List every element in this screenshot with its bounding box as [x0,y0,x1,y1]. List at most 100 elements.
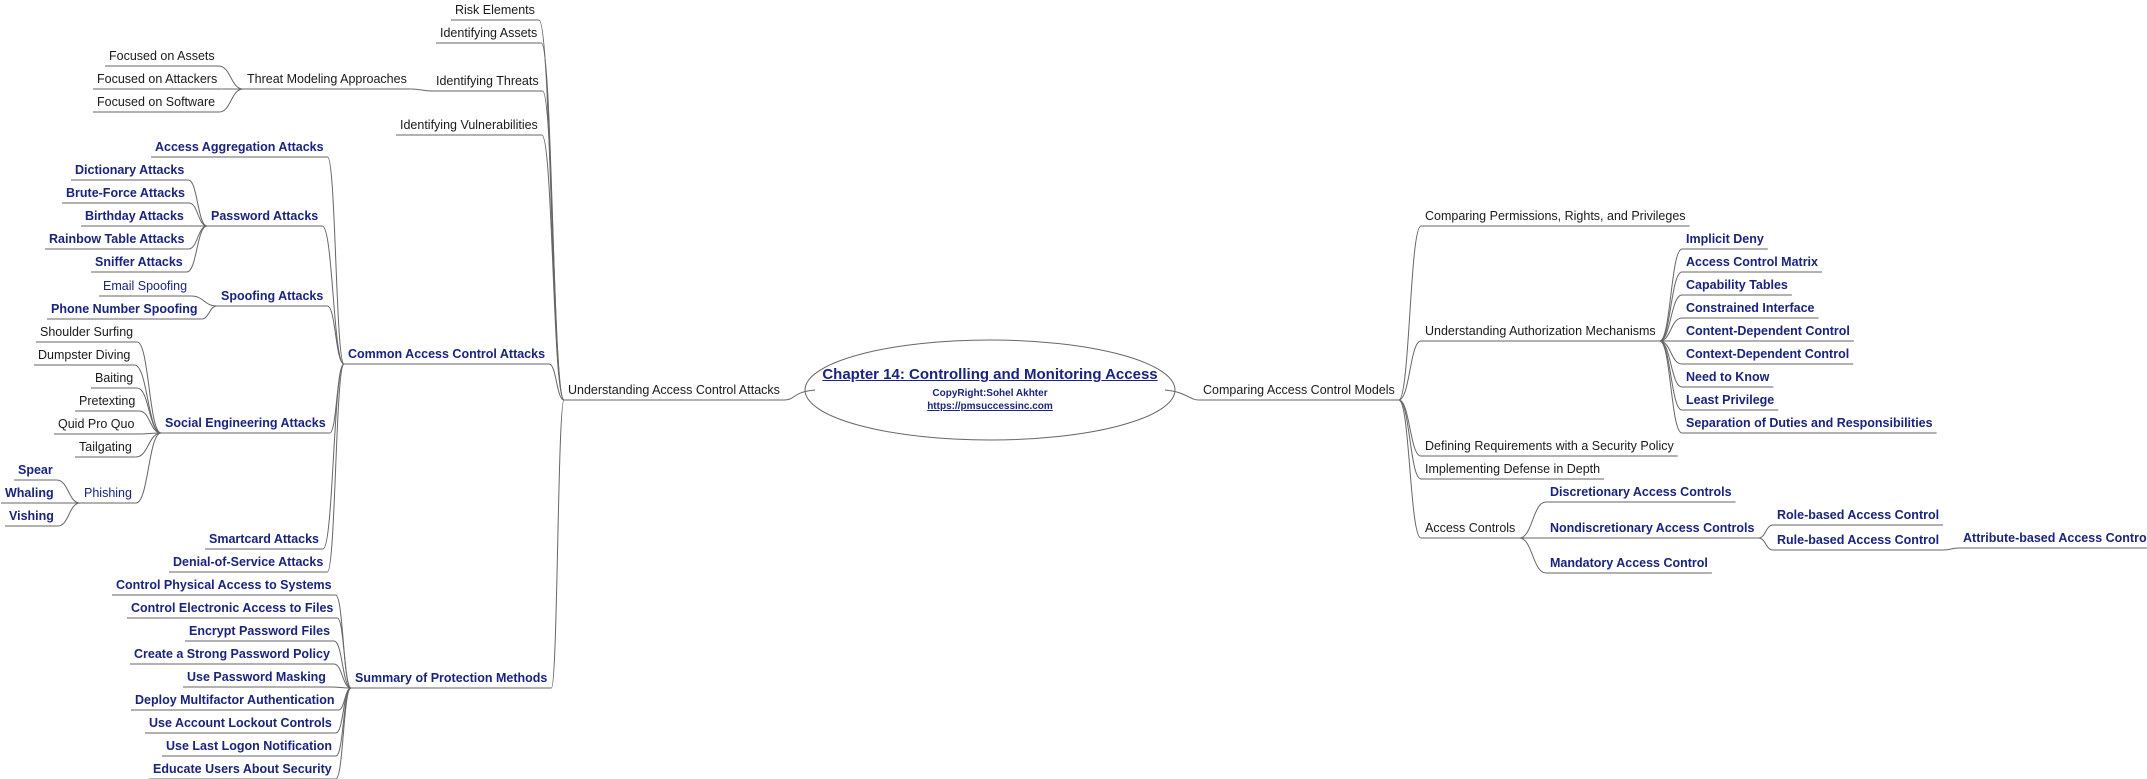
root-left-connector [783,389,816,401]
topic-deploy-multifactor-authentication[interactable]: Deploy Multifactor Authentication [135,693,335,707]
topic-control-electronic-access[interactable]: Control Electronic Access to Files [131,601,334,615]
topic-rainbow-table-attacks[interactable]: Rainbow Table Attacks [49,232,185,246]
topic-mandatory-access-control[interactable]: Mandatory Access Control [1550,556,1708,570]
topic-implicit-deny[interactable]: Implicit Deny [1686,232,1764,246]
topic-rule-based-access-control-connector [1758,537,1774,551]
topic-strong-password-policy-connector [333,663,352,689]
topic-access-control-matrix-connector [1659,271,1683,342]
topic-phone-number-spoofing-connector [201,305,218,320]
topic-pretexting[interactable]: Pretexting [79,394,136,408]
topic-context-dependent-control[interactable]: Context-Dependent Control [1686,347,1850,361]
topic-dumpster-diving[interactable]: Dumpster Diving [38,348,131,362]
topic-understanding-authorization-mechanisms[interactable]: Understanding Authorization Mechanisms [1425,324,1656,338]
topic-access-controls[interactable]: Access Controls [1425,521,1516,535]
topic-understanding-access-control-attacks[interactable]: Understanding Access Control Attacks [568,383,780,397]
topic-phone-number-spoofing[interactable]: Phone Number Spoofing [51,302,198,316]
topic-defense-in-depth-connector [1398,399,1422,480]
topic-risk-elements[interactable]: Risk Elements [455,3,535,17]
topic-birthday-attacks[interactable]: Birthday Attacks [85,209,184,223]
topic-discretionary-access-controls[interactable]: Discretionary Access Controls [1550,485,1732,499]
topic-smartcard-attacks[interactable]: Smartcard Attacks [209,532,320,546]
topic-educate-users-about-security-connector [335,687,352,779]
central-topic-copyright: CopyRight:Sohel Akhter [932,388,1048,399]
topic-strong-password-policy[interactable]: Create a Strong Password Policy [134,647,330,661]
topic-sniffer-attacks[interactable]: Sniffer Attacks [95,255,183,269]
topic-threat-modeling-approaches-connector [410,88,433,92]
topic-phishing-connector [135,432,162,504]
topic-tailgating-connector [135,432,162,458]
root-right-connector [1164,389,1200,401]
topic-spoofing-attacks[interactable]: Spoofing Attacks [221,289,324,303]
topic-spoofing-attacks-connector [326,305,345,365]
topic-access-control-matrix[interactable]: Access Control Matrix [1686,255,1818,269]
topic-tailgating[interactable]: Tailgating [79,440,132,454]
topic-focused-on-attackers[interactable]: Focused on Attackers [97,72,218,86]
topic-whaling[interactable]: Whaling [5,486,54,500]
topic-access-controls-connector [1398,399,1422,539]
topic-defining-requirements-connector [1398,399,1422,457]
topic-need-to-know[interactable]: Need to Know [1686,370,1770,384]
topic-rule-based-access-control[interactable]: Rule-based Access Control [1777,533,1940,547]
topic-identifying-assets[interactable]: Identifying Assets [440,26,538,40]
topic-summary-of-protection-methods[interactable]: Summary of Protection Methods [355,671,548,685]
topic-denial-of-service-attacks-connector [326,363,345,573]
topic-use-password-masking-connector [329,686,352,689]
topic-risk-elements-connector [538,19,565,401]
topic-encrypt-password-files[interactable]: Encrypt Password Files [189,624,331,638]
topic-email-spoofing-connector [191,295,218,307]
topic-baiting[interactable]: Baiting [95,371,134,385]
topic-nondiscretionary-access-controls[interactable]: Nondiscretionary Access Controls [1550,521,1755,535]
topic-constrained-interface[interactable]: Constrained Interface [1686,301,1815,315]
topic-focused-on-software[interactable]: Focused on Software [97,95,216,109]
topic-identifying-vulnerabilities[interactable]: Identifying Vulnerabilities [400,118,538,132]
topic-mandatory-access-control-connector [1519,537,1547,574]
central-topic-link[interactable]: https://pmsuccessinc.com [927,401,1053,412]
topic-comparing-permissions[interactable]: Comparing Permissions, Rights, and Privi… [1425,209,1686,223]
topic-brute-force-attacks[interactable]: Brute-Force Attacks [66,186,186,200]
topic-control-physical-access[interactable]: Control Physical Access to Systems [116,578,332,592]
topic-use-password-masking[interactable]: Use Password Masking [187,670,326,684]
topic-defense-in-depth[interactable]: Implementing Defense in Depth [1425,462,1601,476]
topic-separation-of-duties[interactable]: Separation of Duties and Responsibilitie… [1686,416,1933,430]
topic-dictionary-attacks[interactable]: Dictionary Attacks [75,163,185,177]
topic-use-last-logon-notification-connector [335,687,352,757]
topic-password-attacks[interactable]: Password Attacks [211,209,319,223]
topic-use-account-lockout-controls[interactable]: Use Account Lockout Controls [149,716,332,730]
topic-content-dependent-control[interactable]: Content-Dependent Control [1686,324,1850,338]
topic-shoulder-surfing[interactable]: Shoulder Surfing [40,325,134,339]
topic-capability-tables[interactable]: Capability Tables [1686,278,1788,292]
topic-comparing-access-control-models[interactable]: Comparing Access Control Models [1203,383,1395,397]
topic-phishing[interactable]: Phishing [84,486,132,500]
topic-social-engineering-attacks[interactable]: Social Engineering Attacks [165,416,326,430]
topic-focused-on-assets-connector [218,65,244,90]
topic-separation-of-duties-connector [1659,340,1683,434]
topic-focused-on-software-connector [219,88,244,113]
topic-use-last-logon-notification[interactable]: Use Last Logon Notification [166,739,332,753]
topic-dictionary-attacks-connector [188,179,208,227]
topic-shoulder-surfing-connector [136,341,162,434]
topic-attribute-based-access-control[interactable]: Attribute-based Access Control [1963,531,2147,545]
topic-common-access-control-attacks[interactable]: Common Access Control Attacks [348,347,546,361]
topic-attribute-based-access-control-connector [1943,547,1960,551]
topic-identifying-threats-connector [542,90,565,401]
topic-vishing[interactable]: Vishing [9,509,54,523]
central-topic-outline [804,339,1176,441]
topic-email-spoofing[interactable]: Email Spoofing [103,279,188,293]
central-topic-title[interactable]: Chapter 14: Controlling and Monitoring A… [822,366,1158,383]
topic-threat-modeling-approaches[interactable]: Threat Modeling Approaches [247,72,407,86]
topic-defining-requirements[interactable]: Defining Requirements with a Security Po… [1425,439,1674,453]
topic-least-privilege[interactable]: Least Privilege [1686,393,1775,407]
topic-baiting-connector [137,387,162,434]
topic-educate-users-about-security[interactable]: Educate Users About Security [153,762,332,776]
topic-denial-of-service-attacks[interactable]: Denial-of-Service Attacks [173,555,324,569]
topic-identifying-threats[interactable]: Identifying Threats [436,74,539,88]
topic-role-based-access-control[interactable]: Role-based Access Control [1777,508,1940,522]
topic-focused-on-assets[interactable]: Focused on Assets [109,49,215,63]
topic-discretionary-access-controls-connector [1519,501,1547,539]
topic-access-aggregation-attacks[interactable]: Access Aggregation Attacks [155,140,324,154]
topic-understanding-authorization-mechanisms-connector [1398,340,1422,401]
topic-spear[interactable]: Spear [18,463,53,477]
topic-quid-pro-quo[interactable]: Quid Pro Quo [58,417,135,431]
